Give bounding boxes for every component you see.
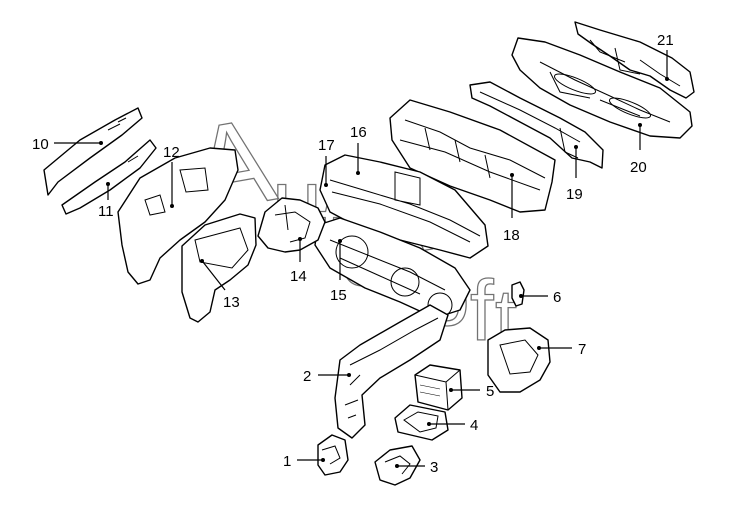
- callout-label: 6: [553, 289, 561, 306]
- part-10-shape: [43, 107, 143, 196]
- callout-part-5: 5: [449, 383, 494, 400]
- callout-label: 14: [290, 268, 307, 285]
- part-11-shape: [61, 139, 157, 215]
- part-20-shape: [511, 37, 693, 139]
- callout-label: 18: [503, 227, 520, 244]
- callout-part-21: 21: [657, 32, 674, 81]
- callout-part-19: 19: [566, 145, 583, 203]
- callout-label: 1: [283, 453, 291, 470]
- callout-label: 10: [32, 136, 49, 153]
- part-7-shape: [487, 327, 551, 393]
- callout-part-11: 11: [98, 182, 114, 220]
- part-1-shape: [317, 434, 349, 476]
- callout-part-18: 18: [503, 173, 520, 244]
- callout-label: 15: [330, 287, 347, 304]
- callout-label: 20: [630, 159, 647, 176]
- callout-part-20: 20: [630, 123, 647, 176]
- callout-part-6: 6: [519, 289, 561, 306]
- part-5-shape: [414, 364, 463, 411]
- callout-part-2: 2: [303, 368, 351, 385]
- callout-label: 4: [470, 417, 478, 434]
- callout-part-1: 1: [283, 453, 325, 470]
- callout-part-14: 14: [290, 237, 307, 285]
- callout-label: 17: [318, 137, 335, 154]
- callout-part-7: 7: [537, 341, 586, 358]
- part-21-shape: [574, 21, 695, 99]
- callout-part-3: 3: [395, 459, 438, 476]
- part-2-shape: [334, 304, 449, 439]
- callout-part-13: 13: [200, 259, 240, 311]
- callout-label: 2: [303, 368, 311, 385]
- callout-label: 3: [430, 459, 438, 476]
- part-19-shape: [469, 81, 604, 169]
- part-15-shape: [314, 217, 471, 319]
- callout-label: 11: [98, 203, 114, 220]
- part-4-shape: [394, 404, 449, 441]
- callout-label: 7: [578, 341, 586, 358]
- part-18-shape: [389, 99, 556, 213]
- callout-label: 5: [486, 383, 494, 400]
- callout-part-4: 4: [427, 417, 478, 434]
- part-6-shape: [511, 281, 525, 307]
- callout-label: 12: [163, 144, 180, 161]
- part-14-shape: [257, 197, 326, 253]
- callout-label: 13: [223, 294, 240, 311]
- callout-label: 21: [657, 32, 674, 49]
- callout-part-16: 16: [350, 124, 367, 175]
- callout-label: 16: [350, 124, 367, 141]
- part-12-shape: [117, 147, 239, 285]
- callout-part-17: 17: [318, 137, 335, 187]
- part-13-shape: [181, 213, 257, 323]
- callout-part-10: 10: [32, 136, 103, 153]
- callout-part-12: 12: [163, 144, 180, 208]
- callout-label: 19: [566, 186, 583, 203]
- part-16-shape: [319, 154, 489, 259]
- callout-part-15: 15: [330, 239, 347, 304]
